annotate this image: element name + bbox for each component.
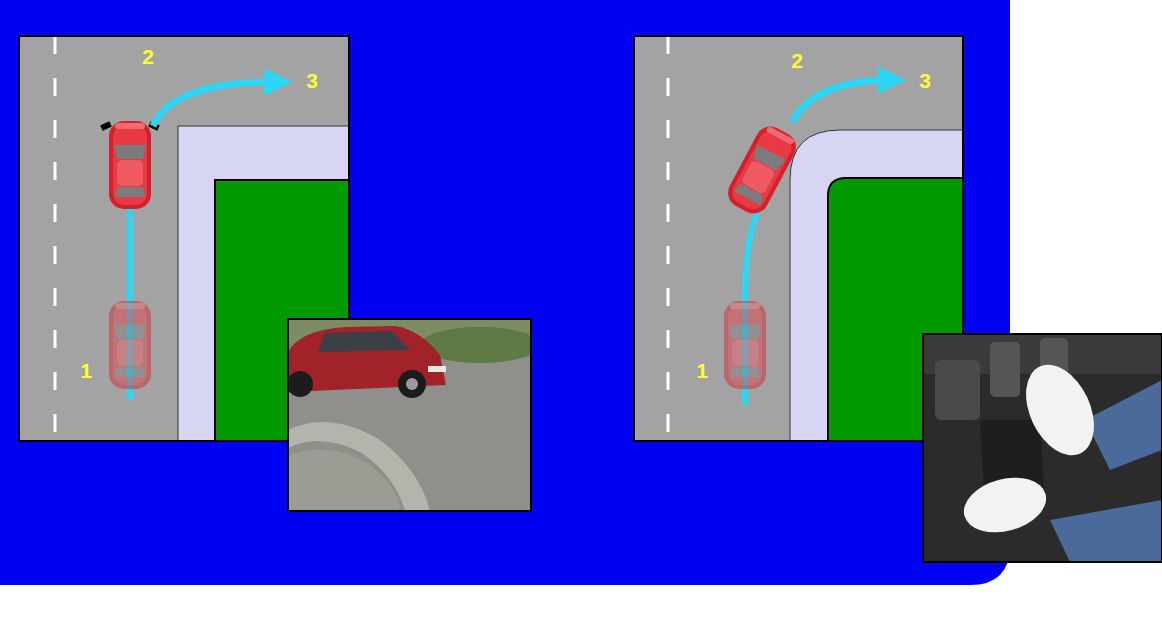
- left-road-plan: [19, 36, 349, 441]
- callout-number: 2: [791, 50, 803, 71]
- car-turning-photo: [288, 319, 531, 511]
- callout-number: 3: [306, 70, 318, 91]
- plan-frame: [634, 36, 963, 441]
- photo-frame: [288, 319, 531, 511]
- photo-frame: [923, 334, 1162, 562]
- blue-panel: [0, 0, 1010, 585]
- callout-number: 2: [142, 46, 154, 67]
- callout-number: 1: [80, 360, 92, 381]
- callout-number: 1: [696, 360, 708, 381]
- plan-frame: [19, 36, 349, 441]
- right-road-plan: [634, 36, 963, 441]
- pedals-photo: [923, 334, 1162, 562]
- callout-number: 3: [919, 70, 931, 91]
